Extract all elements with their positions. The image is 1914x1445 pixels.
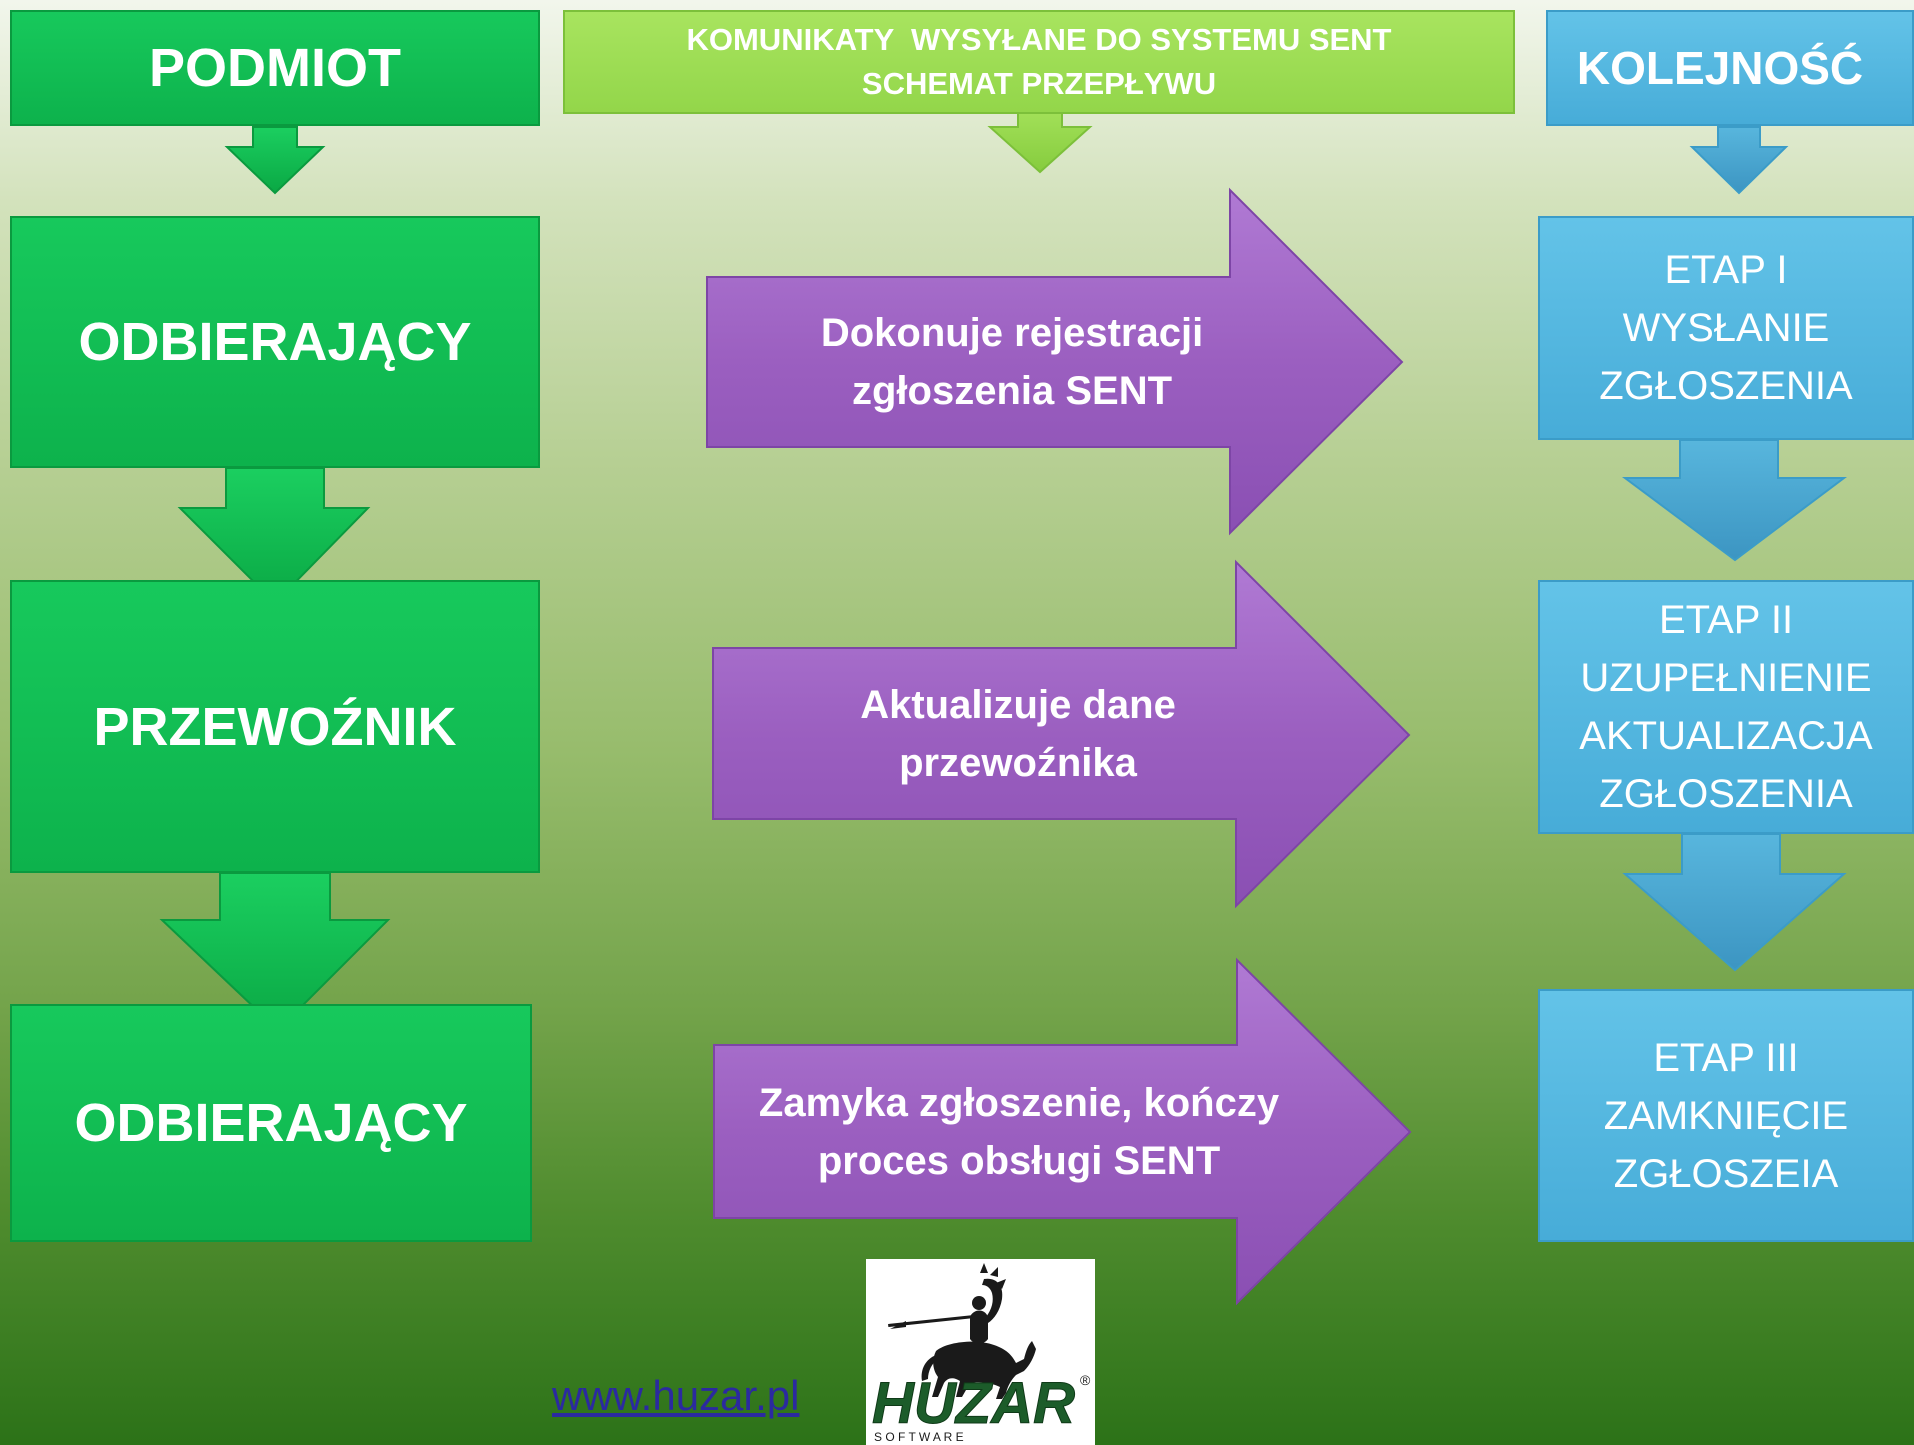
- stage-1-line2: WYSŁANIE: [1622, 306, 1830, 350]
- entity-box-1: ODBIERAJĄCY: [10, 216, 540, 468]
- stage-3-line2: ZAMKNIĘCIE: [1603, 1093, 1849, 1138]
- entity-connector-1: [177, 467, 371, 605]
- header-center-title: KOMUNIKATY WYSYŁANE DO SYSTEMU SENT SCHE…: [563, 10, 1515, 114]
- message-1-line2: zgłoszenia SENT: [851, 369, 1173, 413]
- header-center-line2: SCHEMAT PRZEPŁYWU: [861, 66, 1217, 101]
- stage-2-line4: ZGŁOSZENIA: [1599, 772, 1853, 816]
- entity-connector-2: [159, 872, 391, 1032]
- stage-2-line3: AKTUALIZACJA: [1579, 714, 1873, 758]
- message-text-1: Dokonuje rejestracji zgłoszenia SENT: [707, 277, 1317, 447]
- header-kolejnosc-label: KOLEJNOŚĆ: [1576, 42, 1864, 94]
- stage-2-line2: UZUPEŁNIENIE: [1580, 656, 1872, 700]
- stage-1-line1: ETAP I: [1664, 248, 1788, 292]
- stage-3-line1: ETAP III: [1653, 1035, 1799, 1080]
- huzar-logo: HUZAR ® S O F T W A R E: [866, 1259, 1095, 1445]
- message-arrow-3: [713, 957, 1412, 1306]
- entity-box-3: ODBIERAJĄCY: [10, 1004, 532, 1242]
- message-text-2: Aktualizuje dane przewoźnika: [713, 648, 1323, 819]
- hussar-rider-icon: HUZAR ® S O F T W A R E: [872, 1263, 1091, 1444]
- message-3-line1: Zamyka zgłoszenie, kończy: [758, 1080, 1280, 1125]
- header-kolejnosc: KOLEJNOŚĆ: [1546, 10, 1914, 126]
- header-center-line1: KOMUNIKATY WYSYŁANE DO SYSTEMU SENT: [686, 22, 1392, 57]
- stage-box-3: ETAP III ZAMKNIĘCIE ZGŁOSZEIA: [1538, 989, 1914, 1242]
- message-2-line1: Aktualizuje dane: [860, 682, 1176, 727]
- logo-wordmark: HUZAR: [872, 1371, 1075, 1436]
- entity-label-1: ODBIERAJĄCY: [78, 312, 472, 372]
- header-podmiot-label: PODMIOT: [149, 38, 401, 98]
- message-1-line1: Dokonuje rejestracji: [820, 311, 1204, 355]
- stage-box-2: ETAP II UZUPEŁNIENIE AKTUALIZACJA ZGŁOSZ…: [1538, 580, 1914, 834]
- stage-connector-2: [1622, 833, 1847, 972]
- message-text-3: Zamyka zgłoszenie, kończy proces obsługi…: [714, 1045, 1324, 1218]
- stage-box-1: ETAP I WYSŁANIE ZGŁOSZENIA: [1538, 216, 1914, 440]
- message-3-line2: proces obsługi SENT: [817, 1138, 1221, 1183]
- message-arrow-2: [712, 559, 1411, 909]
- logo-subtitle: S O F T W A R E: [874, 1430, 964, 1444]
- stage-connector-1: [1621, 439, 1847, 562]
- website-link[interactable]: www.huzar.pl: [552, 1372, 800, 1419]
- entity-box-2: PRZEWOŹNIK: [10, 580, 540, 873]
- header-podmiot: PODMIOT: [10, 10, 540, 126]
- podmiot-down-arrow: [224, 126, 326, 195]
- entity-label-3: ODBIERAJĄCY: [74, 1093, 468, 1153]
- message-arrow-1: [706, 187, 1404, 536]
- message-2-line2: przewoźnika: [899, 740, 1137, 785]
- logo-registered-mark: ®: [1080, 1372, 1091, 1388]
- entity-label-2: PRZEWOŹNIK: [93, 696, 457, 757]
- stage-2-line1: ETAP II: [1658, 598, 1794, 642]
- stage-3-line3: ZGŁOSZEIA: [1613, 1151, 1839, 1196]
- kolejnosc-down-arrow: [1689, 126, 1789, 195]
- stage-1-line3: ZGŁOSZENIA: [1599, 364, 1853, 408]
